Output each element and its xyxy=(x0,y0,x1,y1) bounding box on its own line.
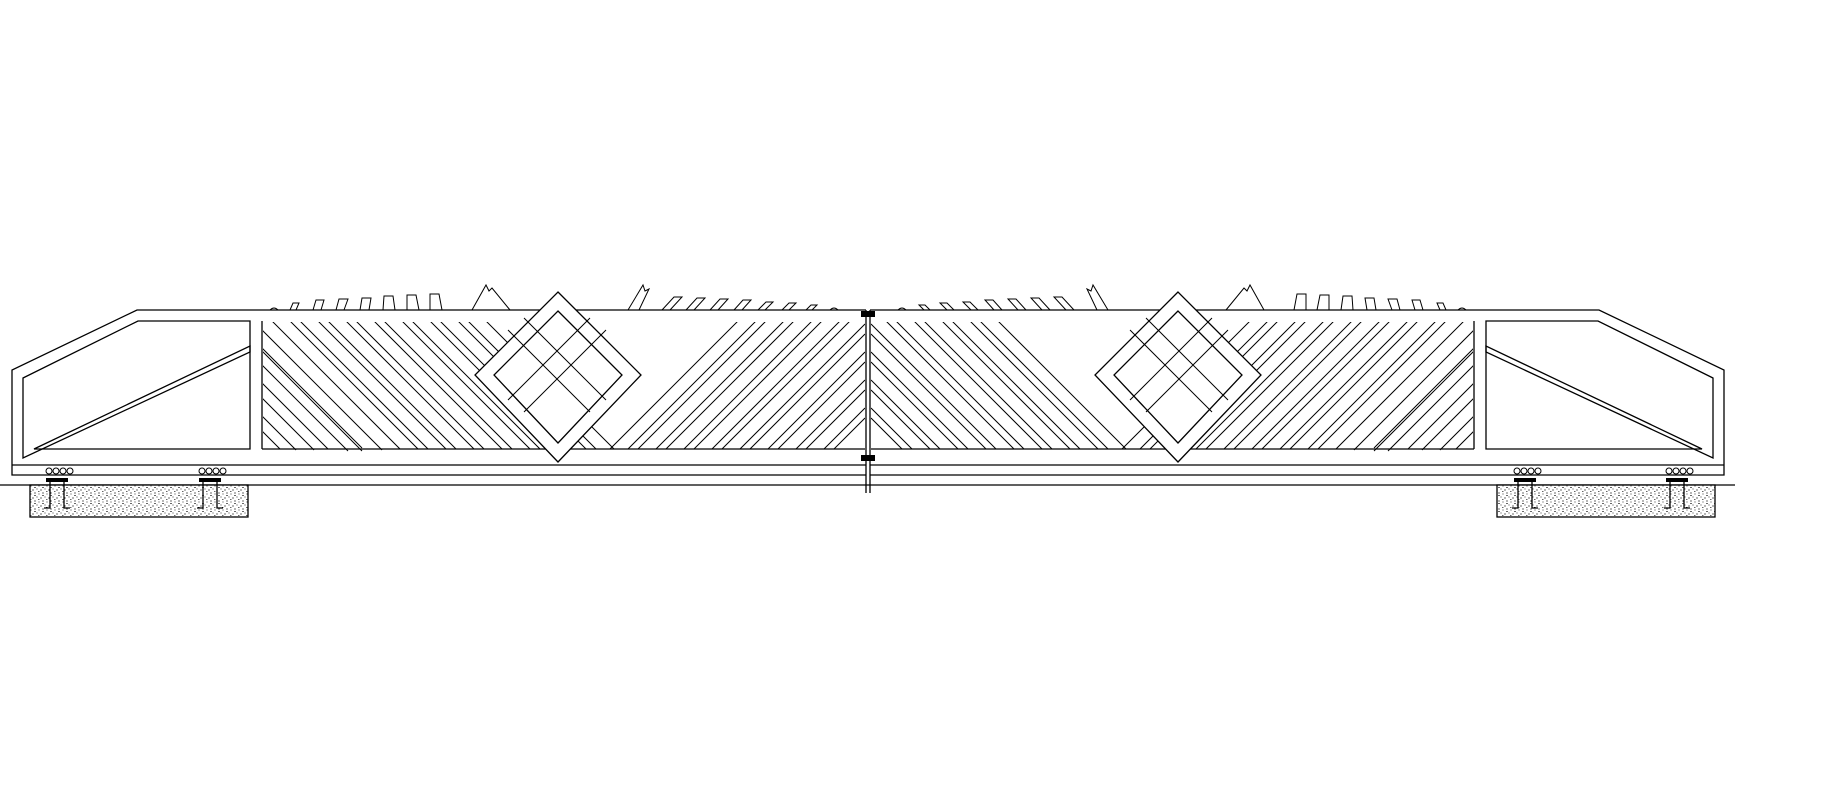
footing-left xyxy=(29,467,249,518)
footing-right xyxy=(1496,467,1716,518)
anchor-bolt-group xyxy=(44,467,74,509)
anchor-bolt-group xyxy=(197,467,227,509)
anchor-bolt-group xyxy=(1664,467,1694,509)
anchor-bolt-group xyxy=(1512,467,1542,509)
right-gate-leaf xyxy=(870,283,1725,476)
diamond-ornament-left xyxy=(474,291,642,463)
diagonal-bars-left xyxy=(263,322,865,452)
hinge-bottom xyxy=(861,455,875,461)
top-spikes-left xyxy=(269,283,839,311)
left-gate-leaf xyxy=(11,283,866,476)
center-post xyxy=(861,310,875,493)
hinge-top xyxy=(861,311,875,317)
